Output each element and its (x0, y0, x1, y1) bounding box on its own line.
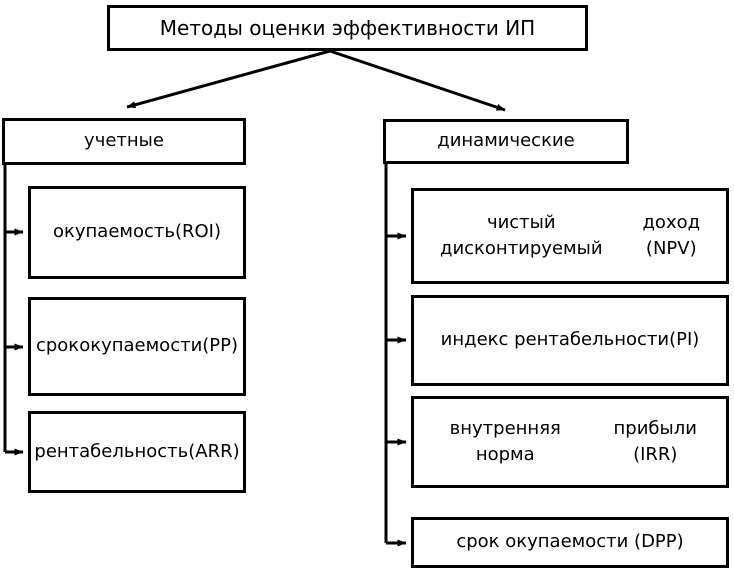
node-leaf-pi: индекс рентабельности(PI) (411, 295, 729, 386)
node-leaf-roi: окупаемость(ROI) (28, 186, 246, 279)
node-leaf-dpp: срок окупаемости (DPP) (411, 517, 729, 568)
connector-title-to-accounting (126, 49, 331, 109)
node-title-methods: Методы оценки эффективности ИП (107, 5, 588, 51)
node-leaf-arr: рентабельность(ARR) (28, 411, 246, 493)
connector-title-to-dynamic (329, 49, 506, 112)
node-branch-accounting: учетные (2, 118, 246, 165)
node-branch-dynamic: динамические (383, 119, 629, 164)
